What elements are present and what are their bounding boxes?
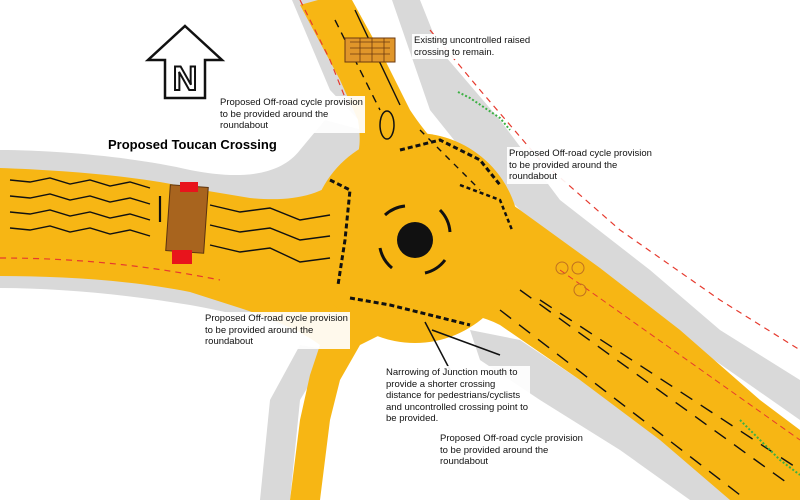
- note-cycle-provision-ne: Proposed Off-road cycle provision to be …: [507, 147, 654, 184]
- toucan-crossing: [165, 182, 209, 264]
- existing-raised-crossing: [344, 37, 396, 63]
- lane-markings: [9, 9, 800, 496]
- note-cycle-provision-se: Proposed Off-road cycle provision to be …: [438, 432, 585, 469]
- north-arrow-icon: N: [144, 24, 226, 100]
- note-cycle-provision-sw: Proposed Off-road cycle provision to be …: [203, 312, 350, 349]
- splitter-island: [379, 110, 395, 140]
- north-arrow-letter: N: [173, 60, 198, 98]
- note-junction-narrowing: Narrowing of Junction mouth to provide a…: [384, 366, 531, 426]
- site-boundary: [0, 0, 800, 351]
- hedge-lines: [457, 91, 800, 476]
- street-furniture: [555, 261, 587, 297]
- central-island: [378, 204, 452, 275]
- toucan-crossing-title: Proposed Toucan Crossing: [108, 137, 277, 152]
- junction-leader-line: [424, 321, 451, 371]
- note-existing-crossing: Existing uncontrolled raised crossing to…: [412, 34, 533, 59]
- note-cycle-provision-nw: Proposed Off-road cycle provision to be …: [218, 96, 365, 133]
